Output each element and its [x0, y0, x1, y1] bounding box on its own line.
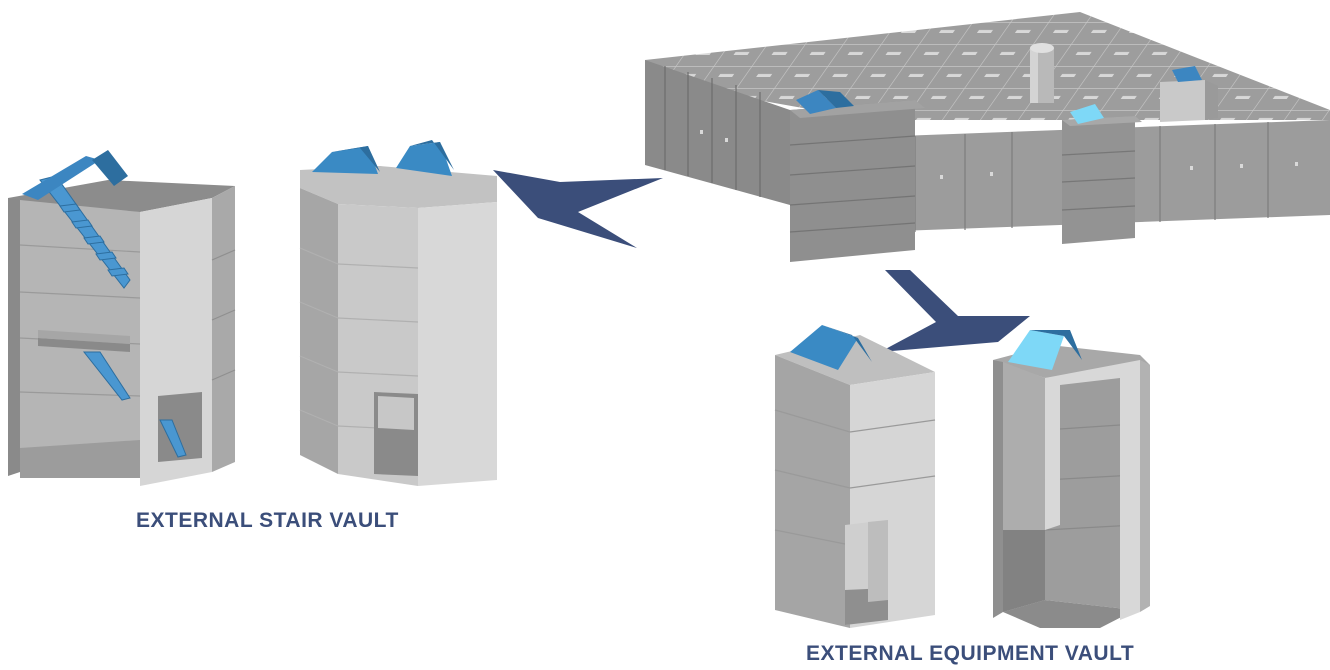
- equipment-vault-caption: EXTERNAL EQUIPMENT VAULT: [806, 642, 1135, 665]
- arrow-to-stair-vault: [493, 170, 663, 248]
- stair-vault-cutaway: [8, 150, 236, 486]
- arrow-to-equipment-vault: [880, 270, 1030, 352]
- equipment-vault-cutaway: [993, 330, 1150, 628]
- stair-vault-solid: [299, 140, 497, 486]
- equipment-vault-solid: [774, 325, 936, 628]
- tank-module: [645, 12, 1330, 262]
- stair-vault-caption: EXTERNAL STAIR VAULT: [136, 509, 399, 532]
